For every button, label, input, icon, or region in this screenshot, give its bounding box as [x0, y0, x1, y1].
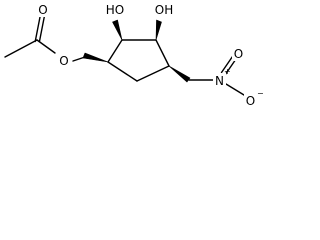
bond-n-o-upper-a: [224, 58, 237, 76]
bond-methyl-carbonyl: [4, 39, 38, 58]
atom-bg-ester-carbonyl-o: [37, 2, 49, 17]
atom-bg-oh-top-right: [153, 2, 175, 17]
bond-ring-c3-c4: [155, 39, 170, 67]
atom-bg-nitro-o-lower: [244, 93, 257, 108]
bond-n-o-lower: [225, 83, 245, 96]
atom-ho-top-left: HO: [106, 3, 124, 17]
bond-n-o-upper-b: [220, 55, 234, 74]
atom-bg-ho-top-left: [104, 2, 126, 17]
atom-ester-carbonyl-o: O: [38, 3, 47, 17]
bond-ring-c5-c1: [107, 61, 138, 82]
bond-carbonyl-ester-o: [36, 39, 56, 54]
atom-bg-ester-o: [57, 53, 71, 68]
bond-carbonyl-double-a: [34, 15, 41, 43]
bond-carbonyl-double-b: [38, 15, 46, 43]
bond-ring-c1-c2: [107, 39, 123, 63]
atom-bg-nitro-o-upper: [232, 46, 245, 61]
wedge-bond-c1-oacetyl: [82, 52, 109, 63]
structure-diagram: HO OH O O N + O O −: [4, 2, 264, 108]
atom-nitro-o-upper: O: [234, 47, 243, 61]
atom-nitro-o-lower: O: [246, 94, 255, 108]
atom-ester-o: O: [59, 54, 68, 68]
nitro-n-positive-charge: +: [224, 67, 231, 76]
wedge-bond-c2-oh: [112, 19, 123, 41]
atom-bg-nitro-n: [213, 73, 226, 88]
wedge-bond-c3-oh: [155, 19, 162, 41]
atom-nitro-n: N: [215, 74, 224, 88]
wedge-bond-c4-ch2: [168, 65, 191, 83]
bond-ring-c4-c5: [136, 65, 170, 82]
atom-oh-top-right: OH: [155, 3, 173, 17]
nitro-o-negative-charge: −: [257, 89, 264, 98]
